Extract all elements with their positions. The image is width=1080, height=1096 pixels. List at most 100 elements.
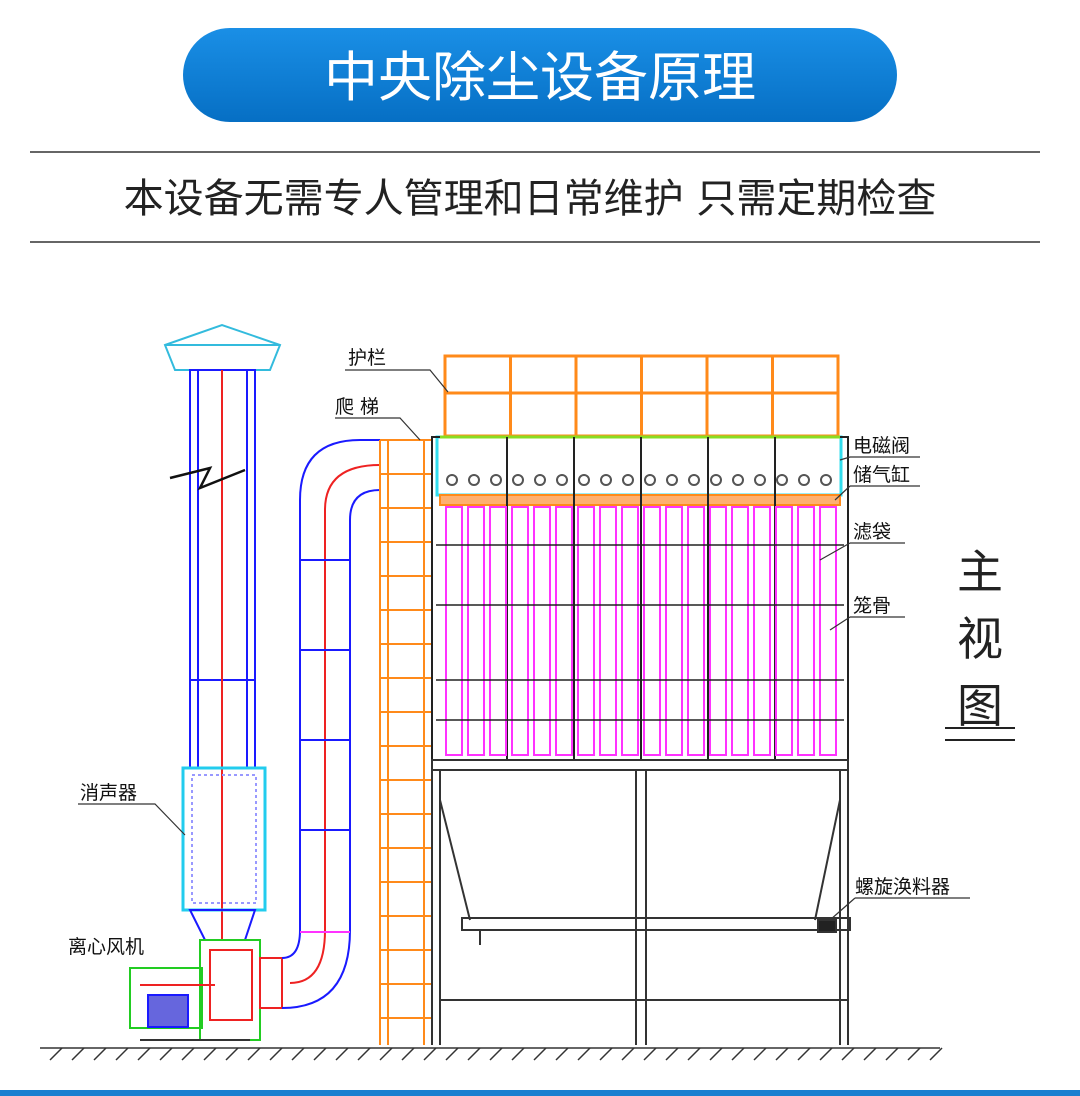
svg-text:视: 视 — [957, 612, 1003, 666]
label-screw-conveyor: 螺旋涣料器 — [855, 876, 950, 898]
filter-bag — [775, 506, 793, 756]
svg-text:图: 图 — [957, 679, 1003, 733]
filter-bag — [511, 506, 529, 756]
ground-hatch — [929, 1047, 943, 1061]
filter-bag — [533, 506, 551, 756]
ground — [40, 1047, 943, 1061]
valve-icon — [490, 474, 502, 486]
label-filter-bag: 滤袋 — [853, 521, 891, 543]
label-ladder: 爬 梯 — [335, 396, 379, 418]
ladder — [379, 439, 433, 1045]
filter-bag — [819, 506, 837, 756]
filter-bag — [643, 506, 661, 756]
ground-hatch — [687, 1047, 701, 1061]
exhaust-stack — [163, 323, 282, 940]
filter-bag — [797, 506, 815, 756]
filter-bag — [555, 506, 573, 756]
ground-hatch — [159, 1047, 173, 1061]
valve-icon — [710, 474, 722, 486]
label-guardrail: 护栏 — [348, 347, 386, 369]
valve-icon — [446, 474, 458, 486]
valve-icon — [512, 474, 524, 486]
valve-icon — [468, 474, 480, 486]
valve-icon — [776, 474, 788, 486]
silencer — [181, 766, 267, 941]
filter-bag — [709, 506, 727, 756]
ground-hatch — [709, 1047, 723, 1061]
ground-hatch — [313, 1047, 327, 1061]
page-title: 中央除尘设备原理 — [324, 46, 756, 109]
ground-hatch — [731, 1047, 745, 1061]
ground-hatch — [49, 1047, 63, 1061]
ground-hatch — [379, 1047, 393, 1061]
valve-icon — [732, 474, 744, 486]
filter-bag — [753, 506, 771, 756]
filter-bag — [665, 506, 683, 756]
filter-bag — [687, 506, 705, 756]
ground-hatch — [115, 1047, 129, 1061]
centrifugal-fan — [129, 939, 283, 1041]
bottom-bar — [0, 1090, 1080, 1096]
ground-hatch — [621, 1047, 635, 1061]
ground-hatch — [291, 1047, 305, 1061]
ground-hatch — [643, 1047, 657, 1061]
filter-bag — [731, 506, 749, 756]
ground-hatch — [841, 1047, 855, 1061]
label-cage: 笼骨 — [853, 595, 891, 617]
ground-hatch — [753, 1047, 767, 1061]
ground-hatch — [445, 1047, 459, 1061]
support-frame — [431, 759, 851, 1045]
label-silencer: 消声器 — [80, 782, 137, 804]
label-solenoid-valve: 电磁阀 — [853, 435, 910, 457]
ground-hatch — [71, 1047, 85, 1061]
label-fan: 离心风机 — [68, 936, 144, 958]
ground-hatch — [225, 1047, 239, 1061]
ground-hatch — [819, 1047, 833, 1061]
ground-hatch — [489, 1047, 503, 1061]
ground-hatch — [665, 1047, 679, 1061]
valve-icon — [578, 474, 590, 486]
ground-hatch — [181, 1047, 195, 1061]
ground-hatch — [511, 1047, 525, 1061]
ground-hatch — [533, 1047, 547, 1061]
ground-hatch — [423, 1047, 437, 1061]
ground-hatch — [775, 1047, 789, 1061]
ground-hatch — [467, 1047, 481, 1061]
valve-icon — [622, 474, 634, 486]
valve-icon — [798, 474, 810, 486]
ground-hatch — [335, 1047, 349, 1061]
ground-hatch — [203, 1047, 217, 1061]
filter-bag — [621, 506, 639, 756]
valve-icon — [754, 474, 766, 486]
ground-hatch — [357, 1047, 371, 1061]
filter-bag — [445, 506, 463, 756]
callouts — [78, 369, 970, 921]
valve-icon — [600, 474, 612, 486]
svg-text:主: 主 — [957, 545, 1003, 599]
filter-bags — [436, 506, 844, 756]
ground-hatch — [269, 1047, 283, 1061]
valve-icon — [534, 474, 546, 486]
valve-icon — [688, 474, 700, 486]
collector-body — [431, 435, 849, 761]
ground-hatch — [247, 1047, 261, 1061]
subtitle: 本设备无需专人管理和日常维护 只需定期检查 — [124, 176, 937, 222]
ground-hatch — [137, 1047, 151, 1061]
valve-icon — [820, 474, 832, 486]
label-air-tank: 储气缸 — [853, 464, 910, 486]
inlet-duct — [281, 439, 381, 1009]
ground-hatch — [401, 1047, 415, 1061]
ground-hatch — [577, 1047, 591, 1061]
filter-bag — [599, 506, 617, 756]
valve-icon — [556, 474, 568, 486]
title-banner: 中央除尘设备原理 — [183, 28, 897, 122]
ground-hatch — [599, 1047, 613, 1061]
ground-hatch — [797, 1047, 811, 1061]
ground-hatch — [907, 1047, 921, 1061]
filter-bag — [489, 506, 507, 756]
ground-hatch — [93, 1047, 107, 1061]
view-label: 主 视 图 — [945, 545, 1015, 741]
valve-icon — [666, 474, 678, 486]
